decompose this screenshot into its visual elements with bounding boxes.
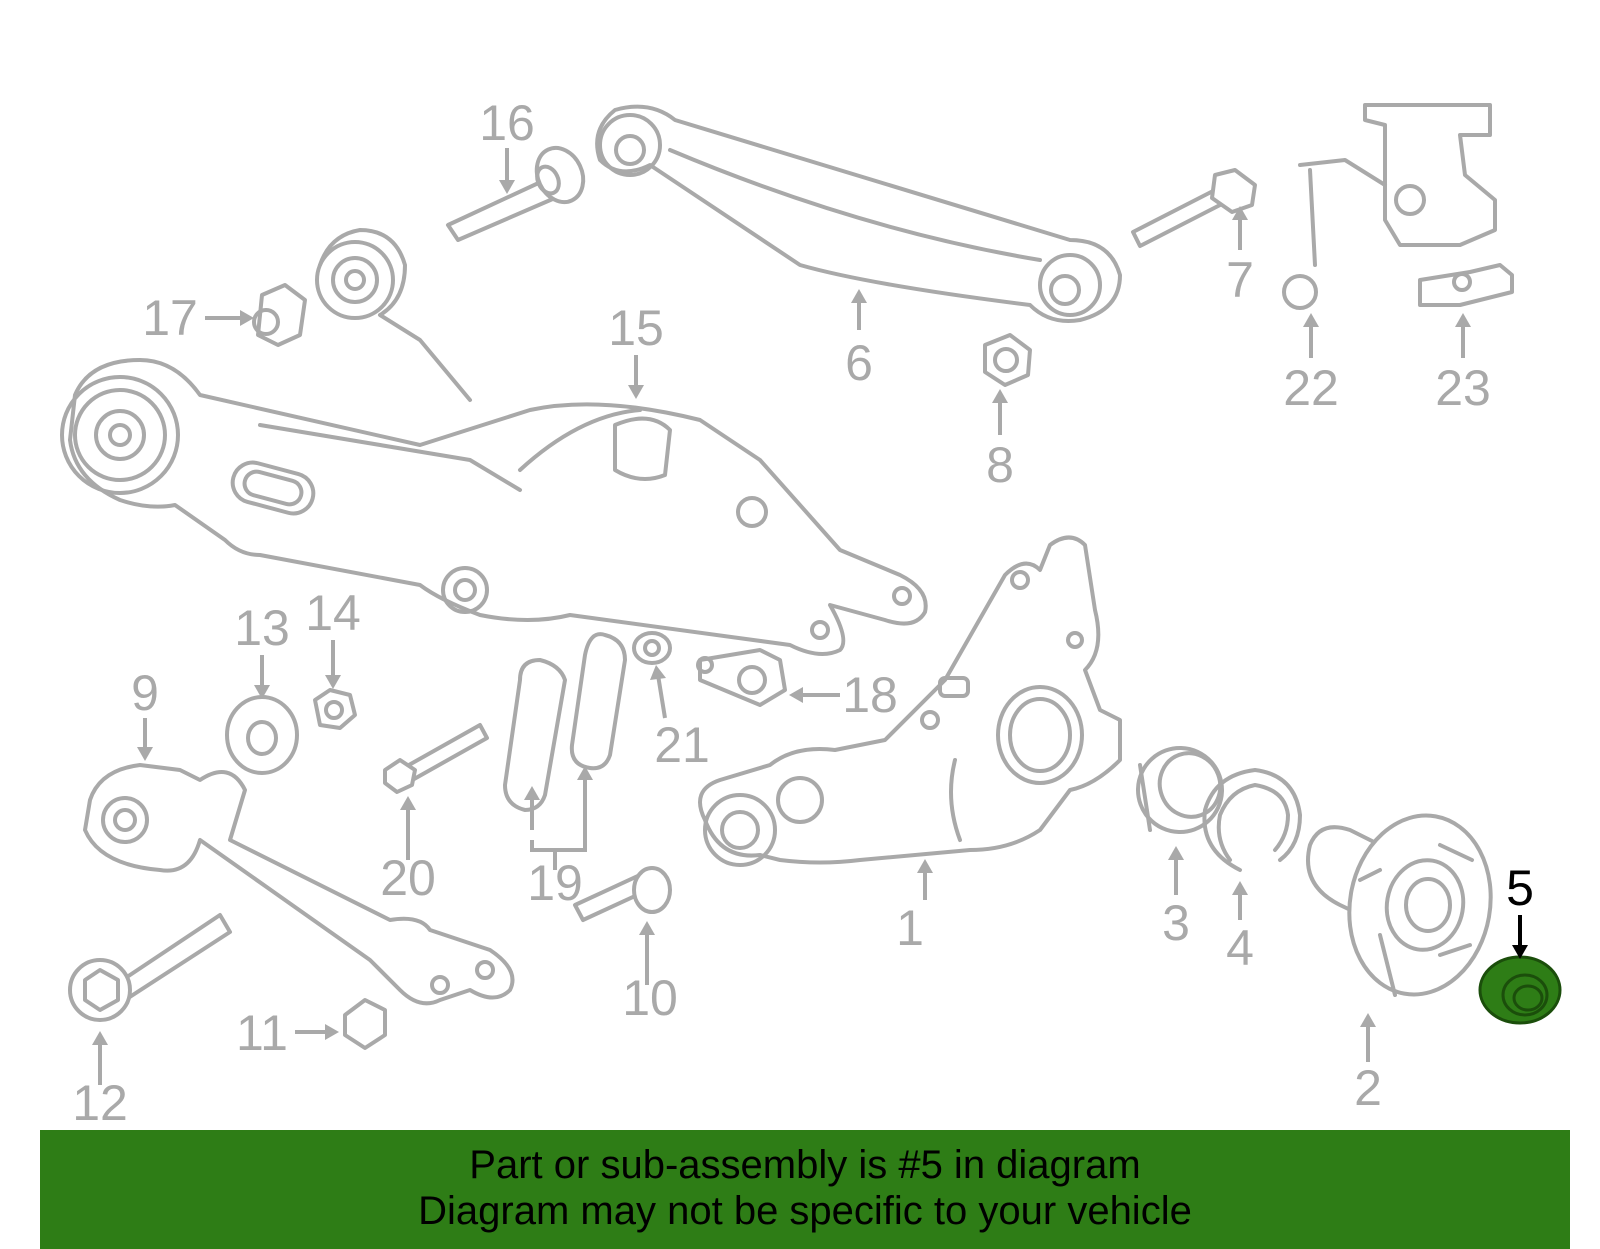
part-5-hub-nut[interactable] (1478, 955, 1562, 1025)
callout-3: 3 (1162, 895, 1190, 951)
callout-22: 22 (1283, 360, 1339, 416)
part-20-bolt[interactable] (383, 723, 489, 794)
callout-1: 1 (896, 900, 924, 956)
part-18-bracket-nut[interactable] (696, 648, 787, 707)
part-23-bracket[interactable] (1418, 263, 1514, 307)
callout-16: 16 (479, 95, 535, 151)
callout-7: 7 (1226, 252, 1254, 308)
part-13-washer[interactable] (225, 695, 299, 775)
part-12-bolt[interactable] (68, 913, 232, 1022)
part-6-control-arm[interactable] (595, 104, 1122, 323)
callout-9: 9 (131, 665, 159, 721)
part-4-snap-ring[interactable] (1202, 768, 1302, 872)
callout-14: 14 (305, 585, 361, 641)
leader-arrows (92, 148, 1528, 1085)
part-22-link[interactable] (1282, 103, 1497, 310)
banner-line-1: Part or sub-assembly is #5 in diagram (469, 1143, 1141, 1187)
part-3-bearing[interactable] (1126, 736, 1234, 844)
part-15-subframe[interactable] (60, 228, 928, 656)
part-11-nut[interactable] (343, 998, 387, 1050)
callout-23: 23 (1435, 360, 1491, 416)
part-10-bolt[interactable] (573, 866, 672, 922)
callout-11: 11 (236, 1005, 288, 1061)
part-16-bolt[interactable] (446, 140, 592, 242)
callout-4: 4 (1226, 920, 1254, 976)
part-19-plates[interactable] (503, 632, 627, 812)
callout-12: 12 (72, 1075, 128, 1130)
callout-18: 18 (842, 667, 898, 723)
callout-6: 6 (845, 335, 873, 391)
part-9-lower-arm[interactable] (83, 763, 515, 1006)
callout-8: 8 (986, 437, 1014, 493)
callout-15: 15 (608, 300, 664, 356)
part-8-nut[interactable] (983, 333, 1032, 387)
part-1-knuckle[interactable] (698, 535, 1122, 867)
callout-20: 20 (380, 850, 436, 906)
part-17-nut-bracket[interactable] (252, 283, 307, 347)
callout-21: 21 (654, 717, 710, 773)
callout-19: 19 (527, 855, 583, 911)
callout-labels: 1 2 3 4 5 6 7 8 9 10 11 12 13 14 15 16 1… (72, 95, 1534, 1130)
part-7-bolt[interactable] (1131, 168, 1257, 248)
banner-line-2: Diagram may not be specific to your vehi… (418, 1189, 1192, 1233)
parts-diagram: 1 2 3 4 5 6 7 8 9 10 11 12 13 14 15 16 1… (60, 95, 1562, 1130)
part-2-hub[interactable] (1306, 804, 1505, 1006)
part-14-nut[interactable] (313, 688, 357, 730)
callout-2: 2 (1354, 1060, 1382, 1116)
callout-17: 17 (142, 290, 198, 346)
part-21-nut[interactable] (632, 631, 672, 665)
callout-5: 5 (1506, 860, 1534, 916)
info-banner: Part or sub-assembly is #5 in diagram Di… (40, 1130, 1570, 1249)
callout-10: 10 (622, 970, 678, 1026)
callout-13: 13 (234, 600, 290, 656)
